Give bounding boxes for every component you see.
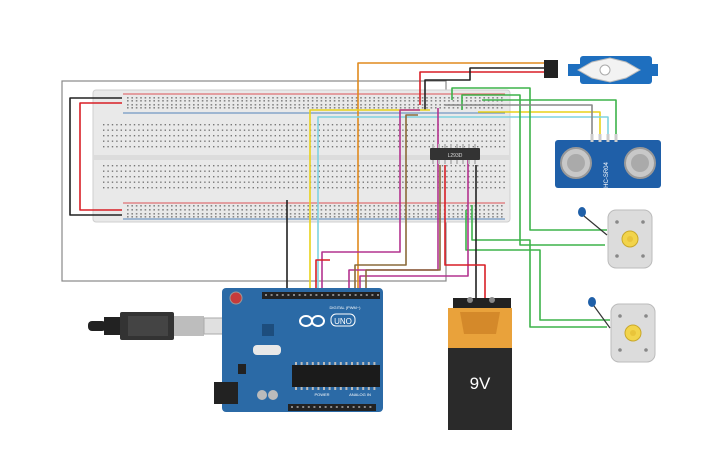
servo-hub (599, 64, 611, 76)
usb-cable[interactable] (88, 312, 227, 340)
wire-green-3[interactable] (482, 99, 617, 140)
wire-green-1[interactable] (451, 87, 607, 231)
wire-red-left[interactable] (79, 102, 122, 211)
driver-ic-label: L293D (448, 153, 463, 159)
dc-motor-2[interactable] (588, 297, 656, 363)
ultrasonic-pins (590, 134, 618, 142)
arduino-logo-text: UNO (334, 317, 352, 326)
arduino-logo-icon (299, 315, 325, 327)
wire-brown-1[interactable] (354, 114, 418, 290)
wire-red-battery[interactable] (444, 165, 486, 298)
wire-green-2[interactable] (461, 94, 605, 246)
wire-magenta-1[interactable] (321, 109, 420, 290)
wire-green-5[interactable] (471, 205, 607, 328)
wire-cyan[interactable] (317, 116, 609, 290)
wire-black-left[interactable] (69, 97, 122, 216)
dc-motor-1[interactable] (578, 207, 653, 269)
servo-motor[interactable] (544, 56, 658, 84)
ultrasonic-label: HC-SR04 (604, 162, 610, 188)
wire-yellow-1[interactable] (309, 109, 430, 290)
ic-pins (432, 144, 476, 164)
driver-ic[interactable]: L293D (430, 144, 480, 164)
arduino-power-header: POWER (314, 392, 329, 397)
wire-red-servo[interactable] (419, 71, 545, 105)
breadboard-holes (103, 97, 505, 218)
arduino-analog-header: ANALOG IN (349, 392, 371, 397)
wire-yellow-2[interactable] (478, 111, 601, 140)
wire-magenta-2[interactable] (359, 160, 469, 290)
ultrasonic-sensor[interactable]: HC-SR04 (555, 134, 661, 188)
atmega-chip (292, 365, 380, 387)
battery-9v[interactable]: 9V (448, 297, 512, 430)
wire-brown-2[interactable] (365, 165, 441, 290)
battery-label: 9V (470, 374, 491, 393)
wire-orange-servo[interactable] (357, 62, 545, 290)
wires (69, 62, 617, 395)
arduino-digital-pins (265, 294, 379, 296)
reset-button[interactable] (229, 291, 243, 305)
arduino-power-analog-pins (291, 406, 372, 408)
wire-black-servo[interactable] (424, 67, 545, 110)
wire-gray-sensor[interactable] (445, 104, 593, 140)
arduino-digital-header: DIGITAL (PWM~) (330, 305, 362, 310)
wire-green-4[interactable] (465, 210, 610, 321)
arduino-uno[interactable]: DIGITAL (PWM~) UNO POWER ANALOG IN (214, 288, 383, 412)
